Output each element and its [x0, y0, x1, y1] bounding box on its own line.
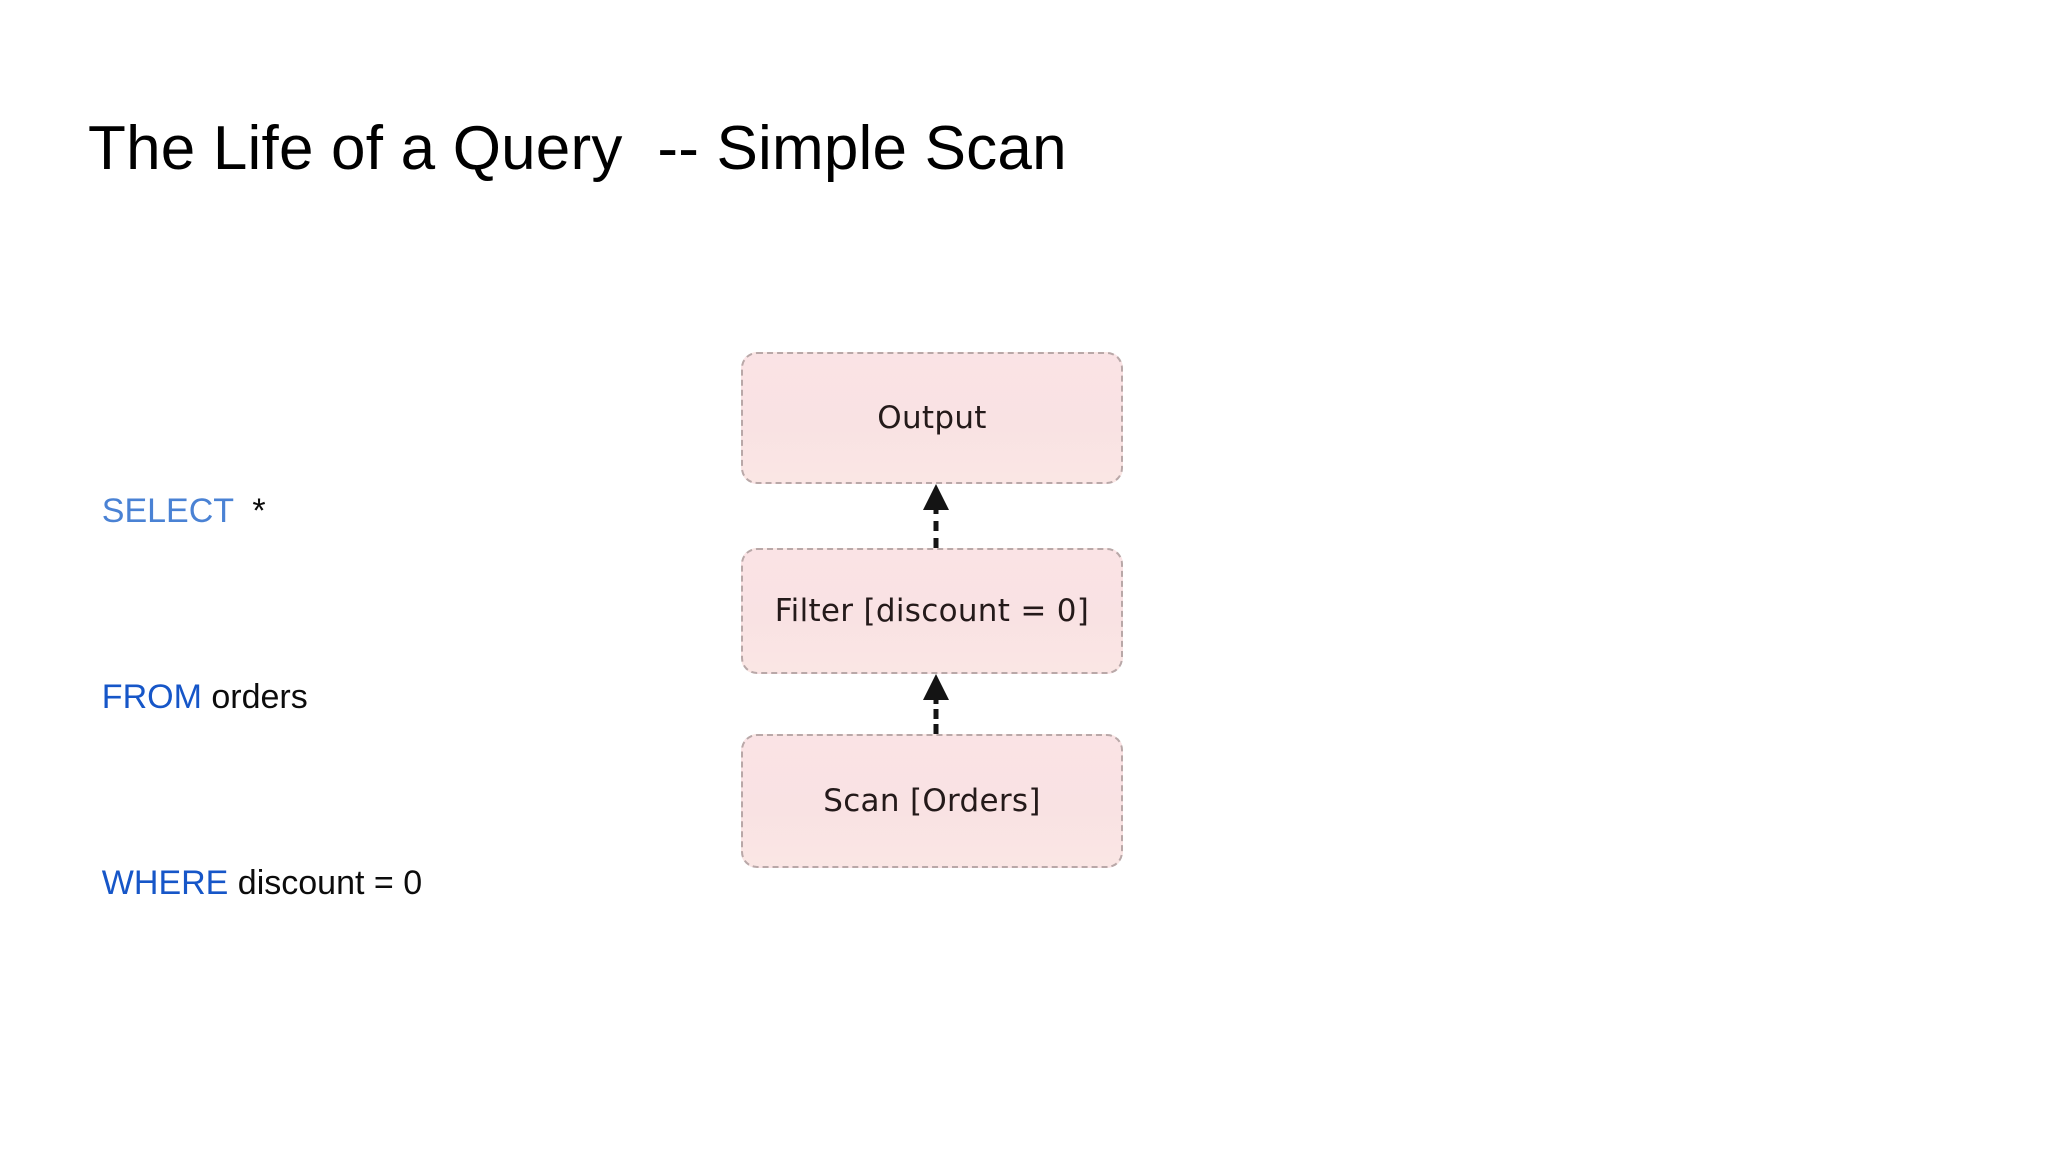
sql-operand-select: * — [233, 492, 266, 530]
plan-node-filter: Filter [discount = 0] — [741, 548, 1123, 674]
sql-line-from: FROM orders — [64, 646, 624, 748]
arrow-head — [923, 674, 949, 700]
sql-keyword-from: FROM — [101, 678, 202, 716]
sql-operand-where: discount = 0 — [228, 864, 423, 902]
arrow-head — [923, 484, 949, 510]
sql-keyword-select: SELECT — [101, 492, 234, 530]
sql-query-block: SELECT * FROM orders WHERE discount = 0 — [64, 460, 624, 934]
sql-keyword-where: WHERE — [101, 864, 229, 902]
plan-node-scan: Scan [Orders] — [741, 734, 1123, 868]
arrow-shaft — [933, 504, 939, 548]
arrow-up-icon-scan-to-filter — [741, 674, 1131, 734]
page-title: The Life of a Query -- Simple Scan — [88, 114, 1067, 183]
arrow-up-icon-filter-to-output — [741, 484, 1131, 548]
arrow-shaft — [933, 694, 939, 734]
query-plan-diagram: Output Filter [discount = 0] Scan [Order… — [741, 352, 1131, 868]
sql-operand-from: orders — [201, 678, 308, 716]
plan-node-output: Output — [741, 352, 1123, 484]
sql-line-where: WHERE discount = 0 — [64, 832, 624, 934]
sql-line-select: SELECT * — [64, 460, 624, 562]
